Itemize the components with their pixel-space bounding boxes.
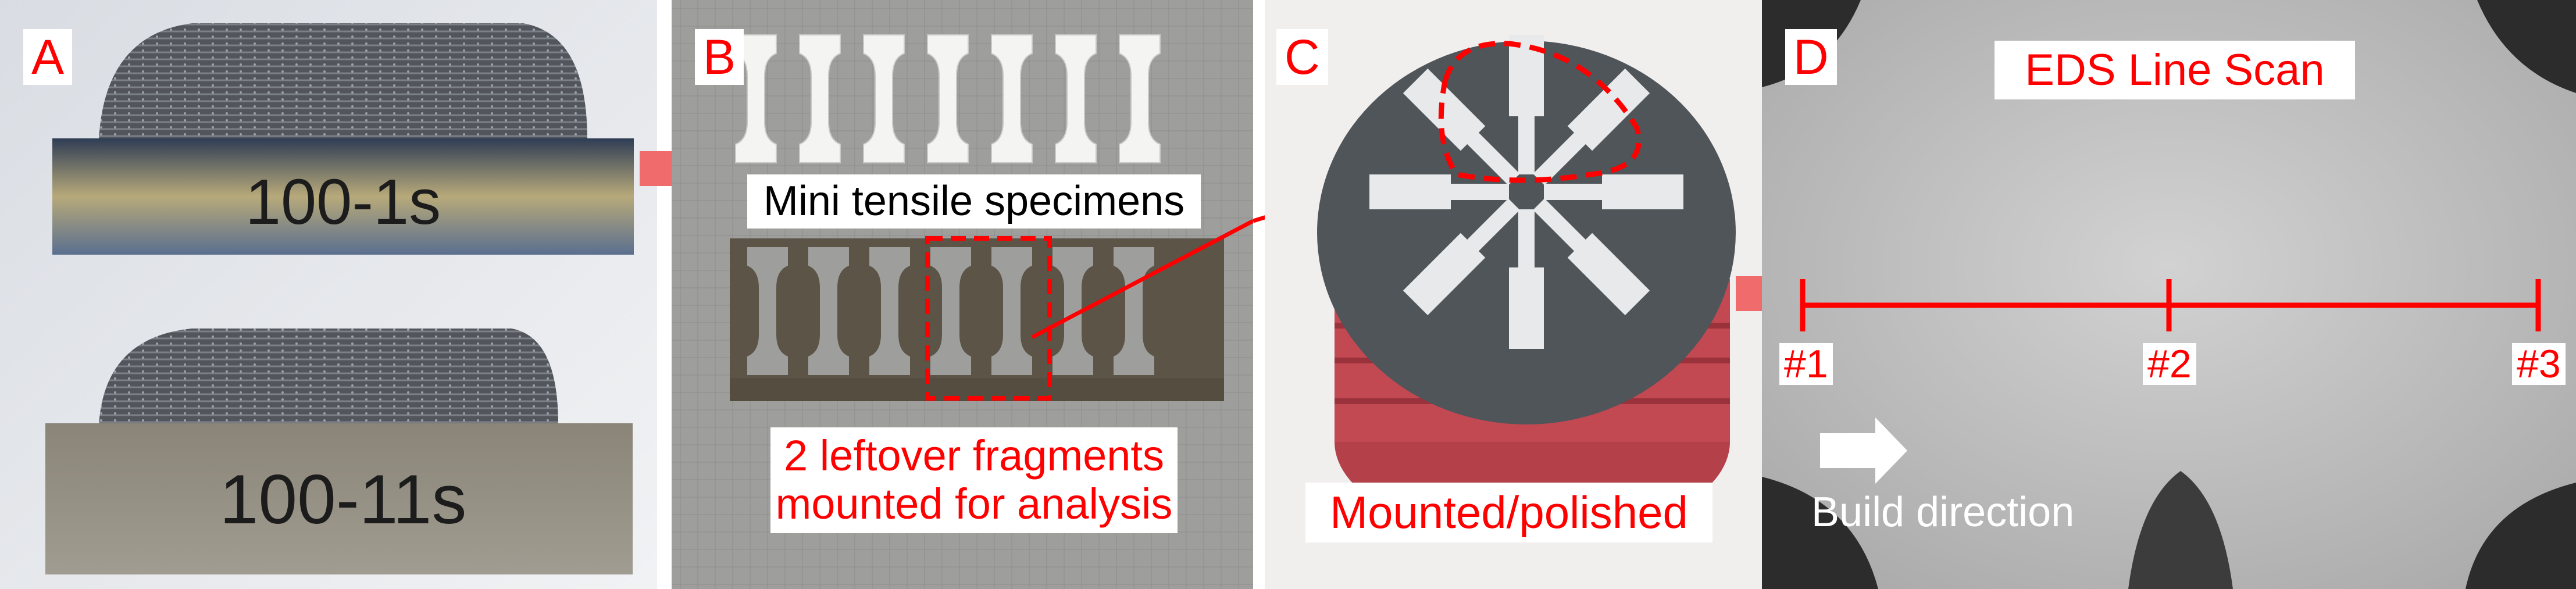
caption-mini-tensile: Mini tensile specimens — [747, 174, 1201, 229]
panel-c: C Mounted/polished — [1265, 0, 1782, 589]
panel-b: B Mini tensile specimens 2 leftover frag… — [672, 0, 1253, 589]
eds-line-scan-title: EDS Line Scan — [1995, 41, 2355, 100]
panel-label-b: B — [695, 29, 744, 85]
panel-label-a: A — [23, 29, 73, 85]
specimen-bottom-label: 100-11s — [220, 461, 467, 538]
panel-label-d: D — [1785, 29, 1837, 85]
scan-marker-2: #2 — [2143, 343, 2196, 385]
panel-a-photo: 100-1s 100-11s — [0, 0, 657, 589]
build-direction-label: Build direction — [1811, 489, 2075, 536]
scan-marker-3: #3 — [2512, 343, 2566, 385]
caption-mounted-polished: Mounted/polished — [1305, 483, 1712, 543]
panel-label-c: C — [1276, 29, 1328, 85]
scan-marker-1: #1 — [1779, 343, 1833, 385]
panel-a: 100-1s 100-11s A — [0, 0, 657, 589]
specimen-top-label: 100-1s — [245, 166, 441, 238]
panel-d: D EDS Line Scan #1 #2 #3 Build direction — [1762, 0, 2576, 589]
caption-leftover-fragments: 2 leftover fragments mounted for analysi… — [770, 427, 1178, 533]
